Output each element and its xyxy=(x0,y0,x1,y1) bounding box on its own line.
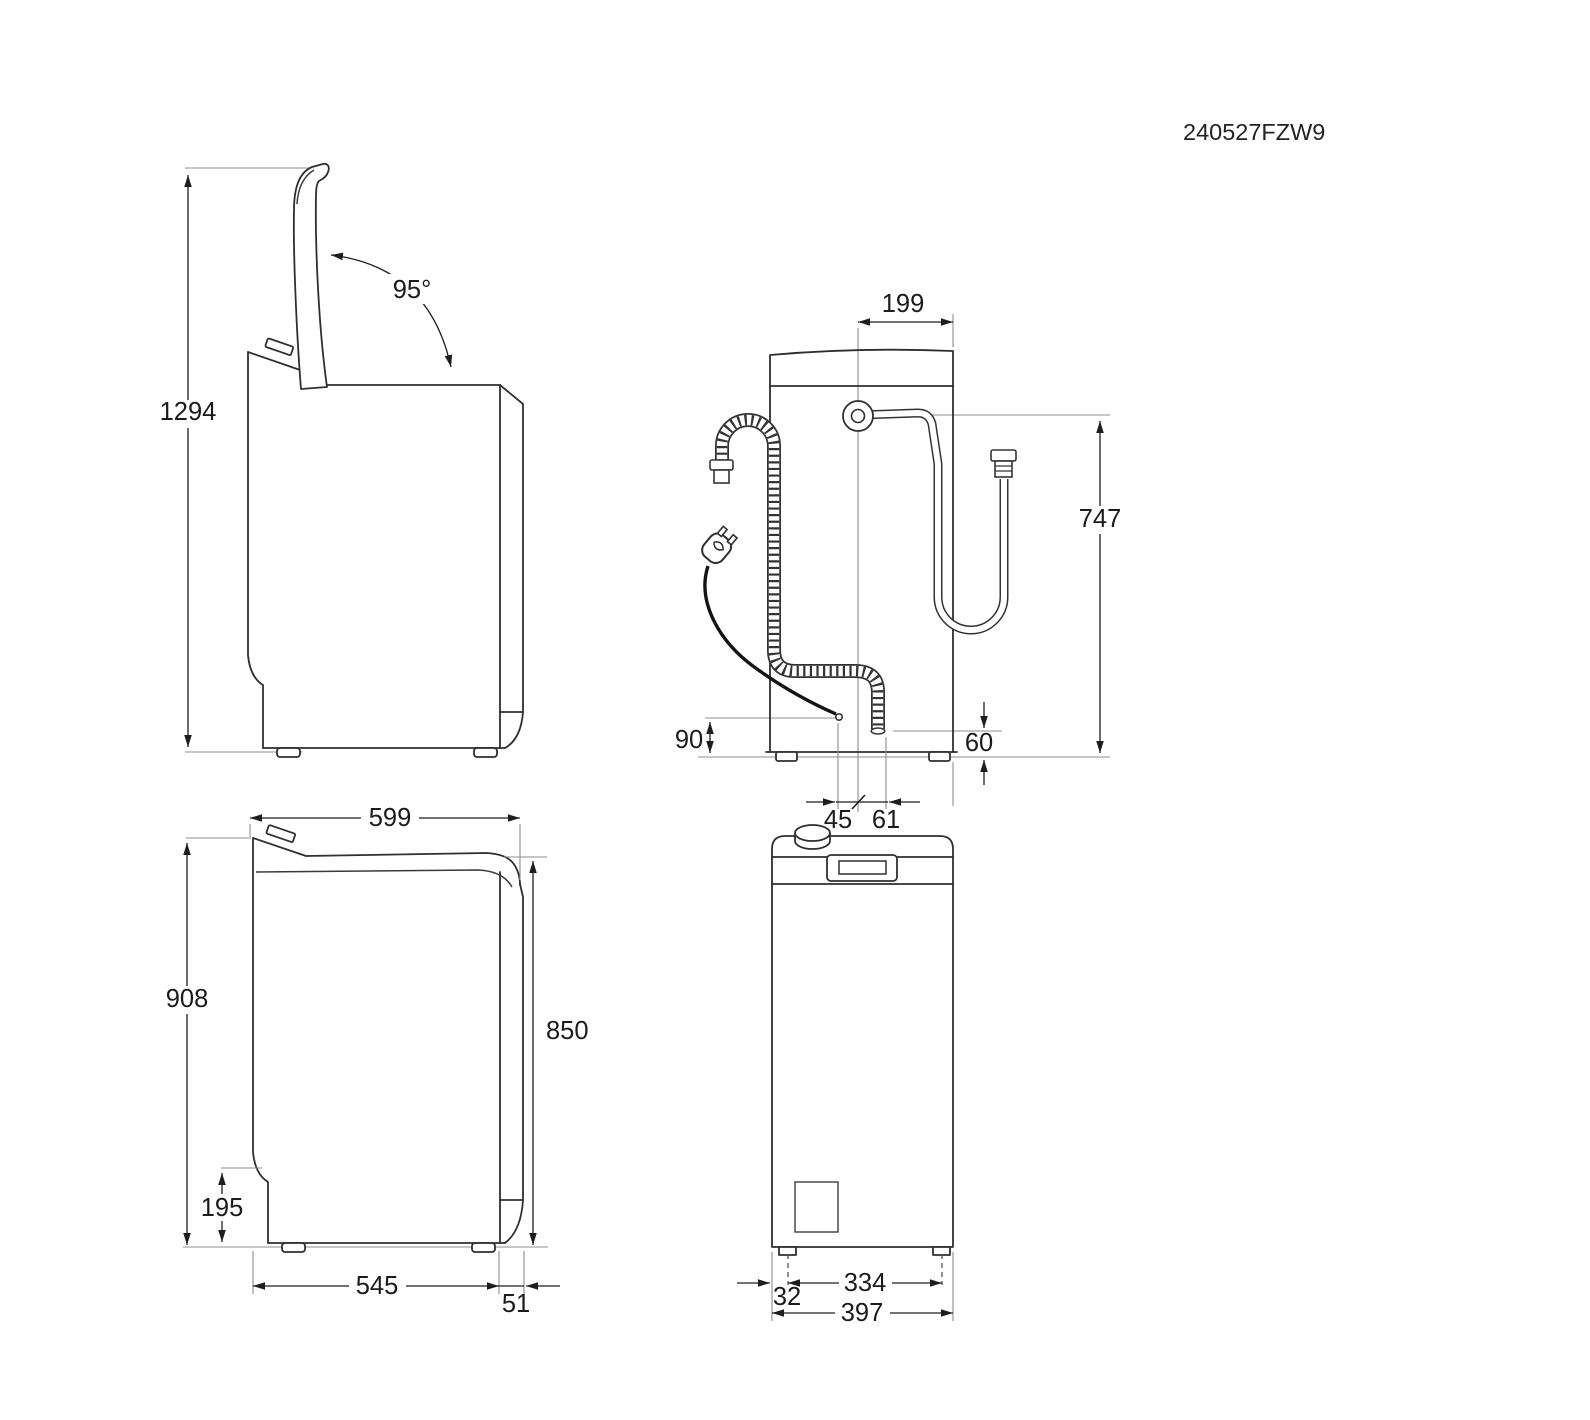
program-knob xyxy=(794,824,831,842)
dim-inlet-offset: 199 xyxy=(858,290,953,326)
foot xyxy=(778,1246,797,1256)
dim-total-height: 1294 xyxy=(160,175,217,747)
dim-rear-gap: 51 xyxy=(499,1251,560,1318)
foot xyxy=(276,747,301,758)
dim-top-depth: 599 xyxy=(249,804,521,880)
inlet-hose-connector xyxy=(990,449,1017,462)
cabinet-outline xyxy=(769,348,954,753)
foot xyxy=(281,1242,306,1253)
filter-door xyxy=(794,1181,839,1233)
dim-overall-width: 397 xyxy=(771,1252,954,1327)
dim-foot-inset: 32 xyxy=(737,1279,801,1311)
dim-545-label: 545 xyxy=(356,1272,399,1300)
control-panel-slope xyxy=(252,837,307,857)
dim-cord-height: 90 xyxy=(675,722,714,754)
cord-exit-point xyxy=(834,712,843,721)
cabinet-rear-top-edge xyxy=(309,384,501,749)
dim-908-label: 908 xyxy=(166,985,209,1013)
dim-850-label: 850 xyxy=(546,1017,589,1045)
dim-lid-angle-label: 95° xyxy=(393,276,432,304)
lid-parting-line xyxy=(255,869,513,888)
rear-panel xyxy=(499,384,524,749)
drain-hose-end xyxy=(870,727,886,735)
drain-hose xyxy=(709,413,886,735)
view-front: 334 32 397 xyxy=(737,824,954,1327)
power-cord xyxy=(703,565,837,716)
view-back: 199 747 90 60 45 61 xyxy=(675,290,1126,834)
dim-rear-height: 908 xyxy=(161,837,251,1245)
water-inlet-hole xyxy=(850,408,866,424)
dim-397-label: 397 xyxy=(841,1299,884,1327)
dim-bottom-offsets: 45 61 xyxy=(806,723,920,834)
dim-bottom-depth: 545 xyxy=(252,1251,500,1300)
dim-599-label: 599 xyxy=(369,804,412,832)
dim-hose-drop: 747 xyxy=(1074,421,1126,753)
inlet-hose xyxy=(858,408,1017,635)
dim-747-label: 747 xyxy=(1079,505,1122,533)
rear-panel xyxy=(499,871,524,1244)
dim-lid-angle: 95° xyxy=(330,252,453,368)
foot xyxy=(775,751,798,762)
dim-feet-spacing: 334 xyxy=(788,1269,942,1297)
dim-32-label: 32 xyxy=(773,1283,801,1311)
panel-button xyxy=(264,337,295,356)
dim-recess-height: 195 xyxy=(196,1167,262,1242)
lid-open xyxy=(292,162,330,390)
dim-195-label: 195 xyxy=(201,1194,244,1222)
view-side-closed: 599 908 850 195 545 xyxy=(161,804,589,1318)
dim-51-label: 51 xyxy=(502,1290,530,1318)
dim-total-height-label: 1294 xyxy=(160,398,217,426)
foot xyxy=(932,1246,951,1256)
dim-drain-height: 60 xyxy=(965,702,993,785)
foot xyxy=(471,1242,496,1253)
dim-199-label: 199 xyxy=(882,290,925,318)
dim-90-label: 90 xyxy=(675,726,703,754)
view-side-open: 1294 95° xyxy=(160,162,524,758)
cabinet-front-edge xyxy=(247,351,264,749)
power-plug-icon xyxy=(701,525,739,564)
cabinet-outline xyxy=(771,835,954,1248)
dim-61-label: 61 xyxy=(872,806,900,834)
panel-button xyxy=(265,824,297,843)
cabinet-front-edge xyxy=(252,837,269,1244)
lid-top-edge xyxy=(305,852,521,886)
dim-front-height: 850 xyxy=(504,856,589,1245)
foot xyxy=(473,747,498,758)
dim-334-label: 334 xyxy=(844,1269,887,1297)
dim-60-label: 60 xyxy=(965,729,993,757)
lid-handle-inner xyxy=(838,860,887,875)
lid-inner-line xyxy=(296,169,315,205)
drain-hose-fitting xyxy=(709,459,734,471)
inlet-hose-connector-ribs xyxy=(994,460,1013,478)
drain-hose-fitting-tip xyxy=(713,469,730,484)
drawing-code: 240527FZW9 xyxy=(1183,119,1325,145)
foot xyxy=(928,751,951,762)
